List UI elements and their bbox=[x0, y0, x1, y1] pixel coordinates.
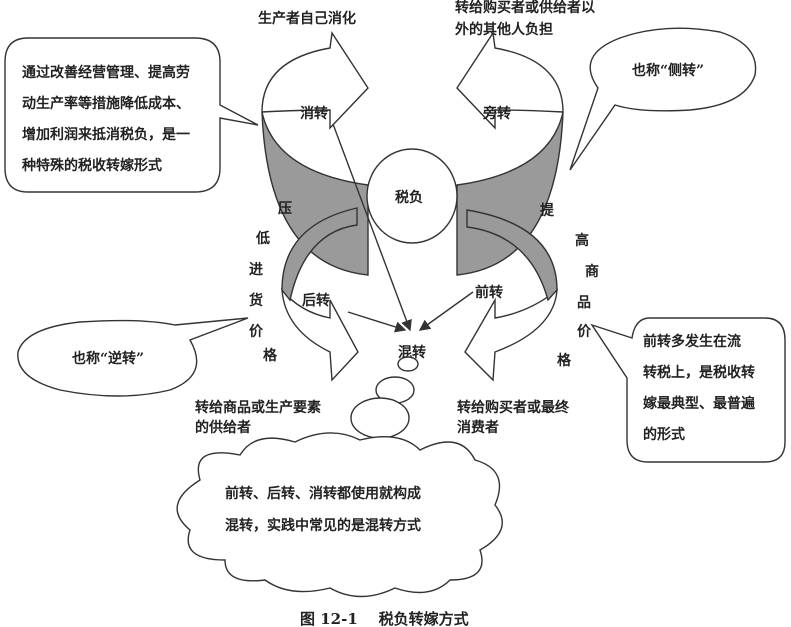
right-vertical-char: 格 bbox=[557, 352, 572, 369]
cloud-note bbox=[176, 432, 503, 598]
side-note-text: 也称“侧转” bbox=[632, 62, 704, 79]
left-vertical-char: 进 bbox=[249, 262, 263, 278]
side-note-bubble bbox=[569, 27, 757, 171]
thought-bubble-large bbox=[350, 397, 410, 439]
reverse-note-text: 也称“逆转” bbox=[72, 350, 144, 367]
reverse-note-bubble bbox=[17, 317, 249, 397]
left-note-line: 动生产率等措施降低成本、 bbox=[22, 95, 190, 112]
left-vertical-char: 压 bbox=[278, 201, 292, 217]
houzhuan-arrow bbox=[281, 287, 359, 382]
left-vertical-char: 货 bbox=[248, 292, 263, 309]
houzhuan-pointer bbox=[347, 311, 407, 333]
qianzhuan-label: 前转 bbox=[475, 284, 503, 301]
top-right-label: 转给购买者或供给者以 bbox=[455, 0, 595, 16]
top-right-label: 外的其他人负担 bbox=[455, 21, 553, 38]
center-label: 税负 bbox=[395, 189, 423, 206]
left-vertical-char: 低 bbox=[255, 230, 270, 247]
right-vertical-char: 商 bbox=[585, 263, 599, 280]
bottom-right-label: 消费者 bbox=[457, 419, 499, 436]
right-vertical-char: 品 bbox=[577, 295, 591, 311]
qianzhuan-arrow bbox=[464, 288, 558, 382]
xiaozhuan-label: 消转 bbox=[300, 105, 328, 122]
right-note-callout bbox=[590, 317, 786, 463]
houzhuan-label: 后转 bbox=[302, 292, 330, 309]
left-vertical-char: 格 bbox=[263, 347, 278, 364]
pangzhuan-label: 旁转 bbox=[482, 105, 511, 122]
xiaozhuan-arrow bbox=[261, 31, 369, 130]
pangzhuan-arrow bbox=[456, 31, 564, 130]
left-note-line: 通过改善经营管理、提高劳 bbox=[22, 64, 190, 81]
left-note-line: 增加利润来抵消税负，是一 bbox=[22, 126, 190, 143]
right-note-line: 的形式 bbox=[643, 426, 685, 443]
bottom-left-label: 转给商品或生产要素 bbox=[195, 399, 321, 416]
pangzhuan-arrow-band bbox=[456, 111, 564, 276]
xiaozhuan-arrow-band bbox=[261, 111, 369, 276]
cloud-note-line: 前转、后转、消转都使用就构成 bbox=[225, 485, 421, 502]
left-note-callout bbox=[4, 37, 259, 193]
right-vertical-char: 提 bbox=[540, 203, 555, 219]
cloud-note-line: 混转，实践中常见的是混转方式 bbox=[225, 517, 421, 534]
right-vertical-char: 高 bbox=[575, 232, 589, 249]
qianzhuan-arrow-band bbox=[466, 209, 558, 302]
center-ellipse bbox=[366, 148, 458, 244]
houzhuan-arrow-band bbox=[281, 207, 358, 302]
right-note-line: 嫁最典型、最普遍 bbox=[642, 395, 756, 412]
top-left-label: 生产者自己消化 bbox=[258, 10, 356, 27]
bottom-left-label: 的供给者 bbox=[195, 419, 251, 436]
xiaozhuan-pointer bbox=[332, 123, 412, 332]
thought-bubble-small bbox=[397, 356, 419, 372]
qianzhuan-pointer bbox=[418, 291, 474, 331]
right-vertical-char: 价 bbox=[577, 324, 592, 340]
right-note-line: 前转多发生在流 bbox=[643, 333, 741, 350]
bottom-right-label: 转给购买者或最终 bbox=[457, 399, 570, 416]
left-vertical-char: 价 bbox=[249, 324, 264, 340]
figure-caption: 图 12-1 税负转嫁方式 bbox=[300, 610, 469, 627]
left-note-line: 种特殊的税收转嫁形式 bbox=[21, 157, 162, 174]
right-note-line: 转税上，是税收转 bbox=[643, 364, 755, 381]
